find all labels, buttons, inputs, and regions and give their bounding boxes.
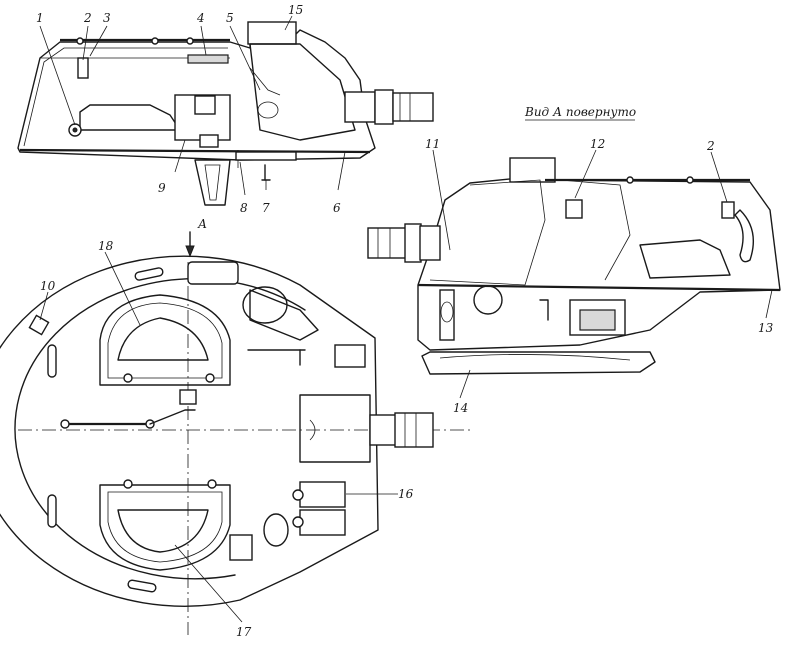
callout-11: 11 xyxy=(425,137,440,151)
part-10-clamp xyxy=(28,314,50,336)
callout-3: 3 xyxy=(103,11,111,25)
gun-barrel xyxy=(392,92,434,122)
hatch-18 xyxy=(99,294,231,386)
square-hatch xyxy=(229,534,253,561)
ammo-box-16b xyxy=(299,509,346,536)
gun-mantlet xyxy=(344,91,376,123)
turret-view-a: Вид А повернуто xyxy=(367,105,781,399)
part-2-view-a xyxy=(721,201,735,219)
callout-15: 15 xyxy=(288,3,303,17)
part-4 xyxy=(187,54,229,64)
gun-collar xyxy=(374,89,394,125)
callout-7: 7 xyxy=(262,201,270,215)
vision-block xyxy=(334,344,366,368)
ammo-box-16a xyxy=(299,481,346,508)
turret-side-view xyxy=(17,15,434,206)
callout-10: 10 xyxy=(40,279,56,293)
callout-8: 8 xyxy=(240,201,248,215)
callout-16: 16 xyxy=(398,487,414,501)
hatch-17 xyxy=(99,484,231,571)
view-a-label: Вид А повернуто xyxy=(524,105,636,119)
callout-6: 6 xyxy=(333,201,341,215)
turret-plan-view: А xyxy=(0,217,470,635)
callout-2-view-a: 2 xyxy=(706,139,715,153)
turret-outer-ring xyxy=(0,255,379,607)
callout-5: 5 xyxy=(226,11,234,25)
callout-4: 4 xyxy=(196,11,205,25)
cupola-view-a xyxy=(509,157,556,183)
part-2-latch xyxy=(77,57,89,79)
callout-1: 1 xyxy=(36,11,44,25)
callout-17: 17 xyxy=(236,625,252,639)
part-5-block xyxy=(194,95,216,115)
callout-labels: 1 2 3 4 5 6 7 8 9 10 11 12 13 14 15 16 1… xyxy=(36,3,774,639)
part-12 xyxy=(565,199,583,219)
callout-9: 9 xyxy=(158,181,166,195)
callout-2: 2 xyxy=(83,11,92,25)
callout-14: 14 xyxy=(453,401,468,415)
callout-12: 12 xyxy=(590,137,605,151)
callout-13: 13 xyxy=(758,321,774,335)
section-marker: А xyxy=(197,217,207,231)
cupola-15 xyxy=(247,21,297,45)
callout-18: 18 xyxy=(98,239,114,253)
part-14-tray xyxy=(421,351,656,375)
